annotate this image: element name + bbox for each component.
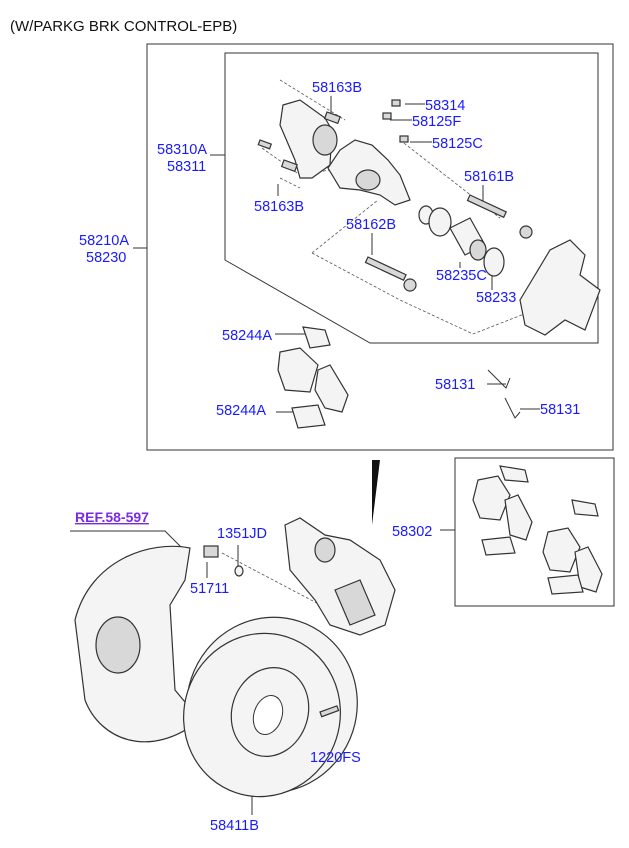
part-label-58302[interactable]: 58302 <box>392 524 432 540</box>
bolt-51711-drawing <box>203 545 219 558</box>
part-label-58131-right[interactable]: 58131 <box>540 402 580 418</box>
caliper-assembly-box <box>146 43 614 451</box>
brake-disc-drawing <box>183 616 358 798</box>
epb-caliper-housing-drawing <box>257 99 411 206</box>
part-label-58125F[interactable]: 58125F <box>412 114 461 130</box>
caliper-subassembly-box <box>224 52 599 344</box>
part-label-58310A[interactable]: 58310A <box>157 142 207 158</box>
part-label-58230[interactable]: 58230 <box>86 250 126 266</box>
caliper-assembly-drawing <box>284 517 396 636</box>
part-label-58411B[interactable]: 58411B <box>210 818 259 834</box>
part-label-58131[interactable]: 58131 <box>435 377 475 393</box>
diagram-title: (W/PARKG BRK CONTROL-EPB) <box>10 18 237 35</box>
reference-link[interactable]: REF.58-597 <box>75 509 149 525</box>
part-label-58235C[interactable]: 58235C <box>436 268 487 284</box>
bolt-assembly-line <box>221 552 331 611</box>
part-label-58161B[interactable]: 58161B <box>464 169 514 185</box>
part-label-58244A-lower[interactable]: 58244A <box>216 403 266 419</box>
part-label-58162B[interactable]: 58162B <box>346 217 396 233</box>
caliper-carrier-drawing <box>519 239 601 336</box>
part-label-58210A[interactable]: 58210A <box>79 233 129 249</box>
part-label-58244A[interactable]: 58244A <box>222 328 272 344</box>
part-label-58233[interactable]: 58233 <box>476 290 516 306</box>
part-label-58163B[interactable]: 58163B <box>312 80 362 96</box>
part-label-58311[interactable]: 58311 <box>167 159 206 175</box>
piston-seal-drawing <box>364 194 533 292</box>
leader-lines <box>70 96 540 815</box>
part-label-1220FS[interactable]: 1220FS <box>310 750 361 766</box>
part-label-58314[interactable]: 58314 <box>425 98 465 114</box>
pad-kit-drawing <box>472 465 603 595</box>
part-label-58125C[interactable]: 58125C <box>432 136 483 152</box>
part-label-58163B-lower[interactable]: 58163B <box>254 199 304 215</box>
washer-drawing <box>234 565 244 577</box>
part-label-1351JD[interactable]: 1351JD <box>217 526 267 542</box>
pad-kit-box <box>454 457 615 607</box>
screw-1220FS-drawing <box>319 705 340 718</box>
brake-pads-drawing <box>277 326 521 429</box>
dust-shield-hub-hole <box>95 616 141 674</box>
part-label-51711[interactable]: 51711 <box>190 581 229 597</box>
callout-arrow <box>372 460 380 525</box>
